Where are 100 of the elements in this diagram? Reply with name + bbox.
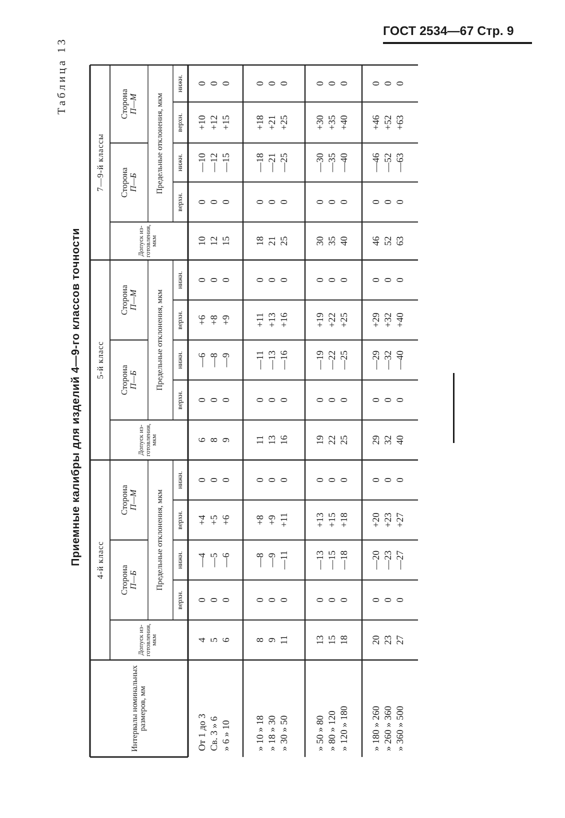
numeric-value: 40 (396, 434, 408, 447)
numeric-value: 0 (328, 80, 339, 88)
numeric-value: 22 (328, 434, 339, 447)
numeric-value: 0 (328, 396, 339, 404)
numeric-value: +29 (372, 312, 384, 330)
numeric-value: +20 (372, 512, 384, 530)
numeric-value: —30 (316, 152, 327, 174)
row-label: » 260 » 360 (384, 704, 396, 751)
numeric-value: 0 (340, 396, 351, 404)
numeric-value: +30 (316, 114, 327, 132)
column-header: Сторона П—М (118, 284, 139, 318)
numeric-value: —8 (256, 552, 268, 570)
column-header: Сторона П—Б (118, 564, 139, 598)
numeric-value: 0 (384, 596, 396, 604)
numeric-value: 0 (280, 276, 292, 284)
numeric-value: 29 (372, 434, 384, 447)
row-label: От 1 до 3 (198, 712, 209, 751)
numeric-value: —25 (280, 152, 292, 174)
numeric-value: 0 (280, 596, 292, 604)
row-label: » 6 » 10 (222, 719, 233, 751)
numeric-value: 0 (210, 596, 221, 604)
numeric-value: 0 (210, 396, 221, 404)
numeric-value: +6 (222, 514, 233, 528)
numeric-value: 0 (268, 476, 280, 484)
numeric-value: +40 (340, 114, 351, 132)
table-number: Таблица 13 (56, 37, 70, 117)
numeric-value: 52 (384, 235, 396, 248)
numeric-value: +11 (256, 312, 268, 330)
numeric-value: 25 (280, 235, 292, 248)
numeric-value: 0 (396, 80, 408, 88)
numeric-value: 0 (396, 198, 408, 206)
numeric-value: 0 (222, 276, 233, 284)
numeric-value: +4 (198, 514, 209, 528)
numeric-value: 18 (256, 235, 268, 248)
row-label: » 18 » 30 (268, 714, 280, 751)
numeric-value: +11 (280, 512, 292, 530)
numeric-value: 0 (316, 396, 327, 404)
column-header: Предельные отклонения, мкм (154, 92, 166, 196)
numeric-value: —6 (198, 352, 209, 370)
row-label: » 80 » 120 (328, 710, 339, 751)
row-label: » 120 » 180 (340, 704, 351, 751)
numeric-value: +18 (340, 512, 351, 530)
numeric-value: 0 (198, 198, 209, 206)
numeric-value: +25 (340, 312, 351, 330)
numeric-value: 8 (210, 436, 221, 444)
numeric-value: —11 (280, 550, 292, 572)
numeric-value: —18 (340, 550, 351, 572)
numeric-value: 0 (316, 276, 327, 284)
numeric-value: +15 (222, 114, 233, 132)
numeric-value: —29 (372, 350, 384, 372)
numeric-value: 0 (316, 80, 327, 88)
column-header: 5-й класс (94, 340, 106, 381)
numeric-value: 0 (316, 476, 327, 484)
numeric-value: 0 (256, 476, 268, 484)
numeric-value: 0 (268, 80, 280, 88)
numeric-value: 0 (222, 80, 233, 88)
numeric-value: 0 (340, 476, 351, 484)
numeric-value: 0 (198, 80, 209, 88)
numeric-value: 0 (372, 198, 384, 206)
numeric-value: +9 (222, 314, 233, 328)
numeric-value: 11 (280, 634, 292, 647)
numeric-value: 0 (396, 396, 408, 404)
numeric-value: 0 (316, 596, 327, 604)
numeric-value: 0 (198, 476, 209, 484)
numeric-value: 0 (256, 396, 268, 404)
numeric-value: 0 (198, 276, 209, 284)
page-header: ГОСТ 2534—67 Стр. 9 (383, 24, 515, 40)
column-header: Предельные отклонения, мкм (154, 488, 166, 593)
column-header: Интервалы номинальных размеров, мм (128, 664, 148, 754)
numeric-value: —15 (222, 152, 233, 174)
numeric-value: 0 (384, 396, 396, 404)
column-header: Предельные отклонения, мкм (154, 288, 166, 393)
numeric-value: 0 (210, 276, 221, 284)
numeric-value: —19 (316, 350, 327, 372)
numeric-value: —12 (210, 152, 221, 174)
numeric-value: 0 (372, 276, 384, 284)
numeric-value: 0 (280, 198, 292, 206)
numeric-value: +32 (384, 312, 396, 330)
numeric-value: 0 (384, 476, 396, 484)
numeric-value: —16 (280, 350, 292, 372)
numeric-value: 0 (384, 80, 396, 88)
numeric-value: 13 (268, 434, 280, 447)
numeric-value: 63 (396, 235, 408, 248)
numeric-value: —46 (372, 152, 384, 174)
numeric-value: 0 (210, 476, 221, 484)
numeric-value: 0 (340, 596, 351, 604)
column-header: Сторона П—Б (118, 364, 139, 398)
numeric-value: 18 (340, 634, 351, 647)
numeric-value: —15 (328, 550, 339, 572)
numeric-value: 0 (280, 396, 292, 404)
numeric-value: 15 (222, 235, 233, 248)
numeric-value: —63 (396, 152, 408, 174)
column-header: Сторона П—Б (118, 166, 139, 200)
numeric-value: —5 (210, 552, 221, 570)
numeric-value: 0 (328, 476, 339, 484)
numeric-value: 27 (396, 634, 408, 647)
numeric-value: +23 (384, 512, 396, 530)
numeric-value: +40 (396, 312, 408, 330)
numeric-value: 0 (328, 276, 339, 284)
numeric-value: —40 (396, 350, 408, 372)
